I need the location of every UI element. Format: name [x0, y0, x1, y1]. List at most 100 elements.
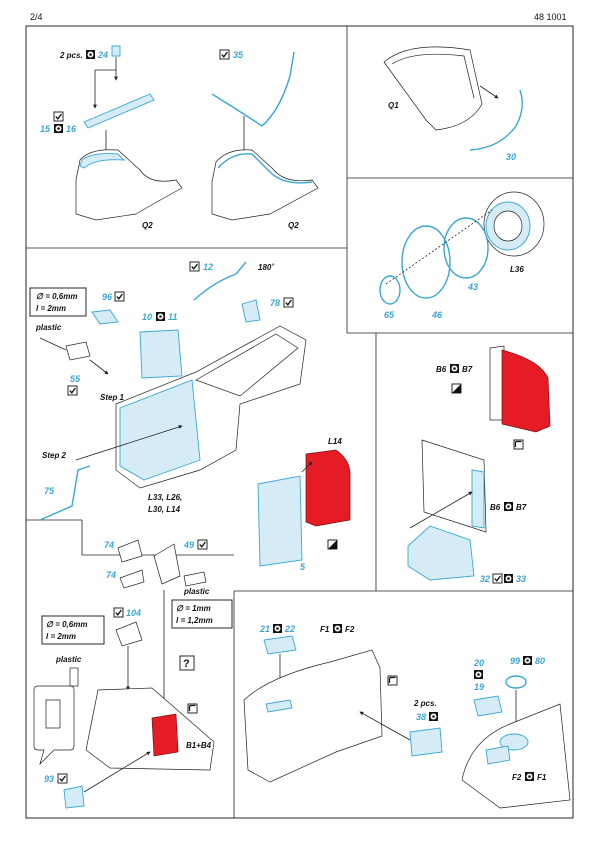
panel-lower-right: 21 22 F1 F2 2 pcs. 38 20 19 99 80 F2 F1 [243, 624, 571, 809]
remove-symbol-icon [504, 502, 513, 511]
remove-symbol-icon [523, 656, 532, 665]
spec-diameter-a: ∅ = 1mm [176, 604, 211, 613]
pe-strip-15 [83, 93, 155, 129]
part-33: 33 [516, 574, 526, 584]
part-55: 55 [70, 374, 81, 384]
count-label-2: 2 pcs. [413, 699, 437, 708]
panel-q2-parts: 2 pcs. 24 15 16 Q2 35 Q2 [40, 45, 319, 230]
checkmark-icon [113, 607, 124, 618]
checkmark-icon [492, 573, 503, 584]
part-35-shape [211, 51, 295, 127]
part-46: 46 [431, 310, 443, 320]
b6-bottom: B6 [490, 503, 501, 512]
part-30: 30 [506, 152, 516, 162]
part-38-shape [409, 727, 443, 757]
label-q2-right: Q2 [288, 221, 299, 230]
label-l14: L14 [328, 437, 342, 446]
panel-b6-b7: B6 B7 B6 B7 32 33 [407, 345, 551, 584]
part-20: 20 [473, 658, 484, 668]
pe-applied-strip [79, 153, 126, 169]
part-93-shape [63, 785, 85, 809]
part-75: 75 [44, 486, 55, 496]
spec-box-a [171, 599, 233, 629]
painted-part-b1-b4 [151, 713, 179, 757]
spec-length-a: l = 1,2mm [176, 616, 213, 625]
fold-symbol-icon [187, 703, 198, 714]
cockpit-floor [85, 687, 215, 771]
f2-bottom: F2 [512, 773, 522, 782]
part-12-shape [193, 261, 247, 301]
b6-top: B6 [436, 365, 447, 374]
remove-symbol-icon [450, 364, 459, 373]
remove-symbol-icon [273, 624, 282, 633]
part-32: 32 [480, 574, 490, 584]
sheet-code: 48 1001 [534, 12, 567, 22]
panel-10-11-shape [139, 329, 183, 379]
q2-part-left [75, 149, 183, 221]
remove-symbol-icon [474, 670, 483, 679]
b7-top: B7 [462, 365, 473, 374]
fold-symbol-icon [513, 439, 524, 450]
part-30-shape [469, 89, 523, 151]
part-12: 12 [203, 262, 213, 272]
part-104: 104 [126, 608, 141, 618]
angle-label: 180˚ [258, 263, 274, 272]
painted-part-l14 [305, 449, 351, 527]
f2-top: F2 [345, 625, 355, 634]
part-96: 96 [102, 292, 113, 302]
part-38: 38 [416, 712, 426, 722]
f1-top: F1 [320, 625, 330, 634]
spec-box-b [41, 615, 105, 645]
part-74b: 74 [106, 570, 116, 580]
question-box [179, 655, 195, 671]
part-15: 15 [40, 124, 51, 134]
nose-section [461, 703, 571, 809]
part-11: 11 [168, 312, 177, 322]
part-65: 65 [384, 310, 395, 320]
question-mark-icon: ? [183, 658, 190, 670]
part-80: 80 [535, 656, 545, 666]
label-q1: Q1 [388, 101, 399, 110]
part-75-shape [39, 465, 91, 521]
fold-symbol-icon [387, 675, 398, 686]
remove-symbol-icon [504, 574, 513, 583]
remove-symbol-icon [54, 124, 63, 133]
bend-symbol-icon [327, 539, 338, 550]
checkmark-icon [219, 49, 230, 60]
ring-80-99 [505, 675, 527, 689]
part-5: 5 [300, 562, 306, 572]
painted-part-b6-b7 [501, 349, 551, 433]
label-q2-left: Q2 [142, 221, 153, 230]
panel-main-assembly: ∅ = 0,6mm l = 2mm plastic 96 55 Step 1 1… [29, 261, 307, 521]
plastic-label-b: plastic [55, 655, 82, 664]
spec-length: l = 2mm [36, 304, 66, 313]
part-22: 22 [284, 624, 295, 634]
part-21: 21 [259, 624, 270, 634]
part-78-shape [241, 299, 261, 323]
pe-detail-32-33 [407, 525, 475, 581]
label-l36: L36 [510, 265, 524, 274]
part-78: 78 [270, 298, 280, 308]
part-24-shape [111, 45, 121, 57]
pe-applied-frame [217, 153, 313, 184]
fuselage-interior [243, 649, 383, 783]
part-49: 49 [183, 540, 194, 550]
remove-symbol-icon [156, 312, 165, 321]
part-93: 93 [44, 774, 54, 784]
spec-box [29, 287, 87, 317]
spec-diameter: ∅ = 0,6mm [36, 292, 77, 301]
checkmark-icon [283, 297, 294, 308]
remove-symbol-icon [429, 712, 438, 721]
ring-46 [401, 225, 451, 299]
bend-symbol-icon [451, 383, 462, 394]
plastic-label: plastic [35, 323, 62, 332]
checkmark-icon [53, 111, 64, 122]
step-1: Step 1 [100, 393, 125, 402]
part-10: 10 [142, 312, 152, 322]
part-49-shape [153, 543, 181, 585]
remove-symbol-icon [525, 772, 534, 781]
f1-bottom: F1 [537, 773, 547, 782]
pe-wall-panel [119, 379, 201, 481]
panel-rings-l36: L36 43 46 65 [379, 191, 545, 320]
